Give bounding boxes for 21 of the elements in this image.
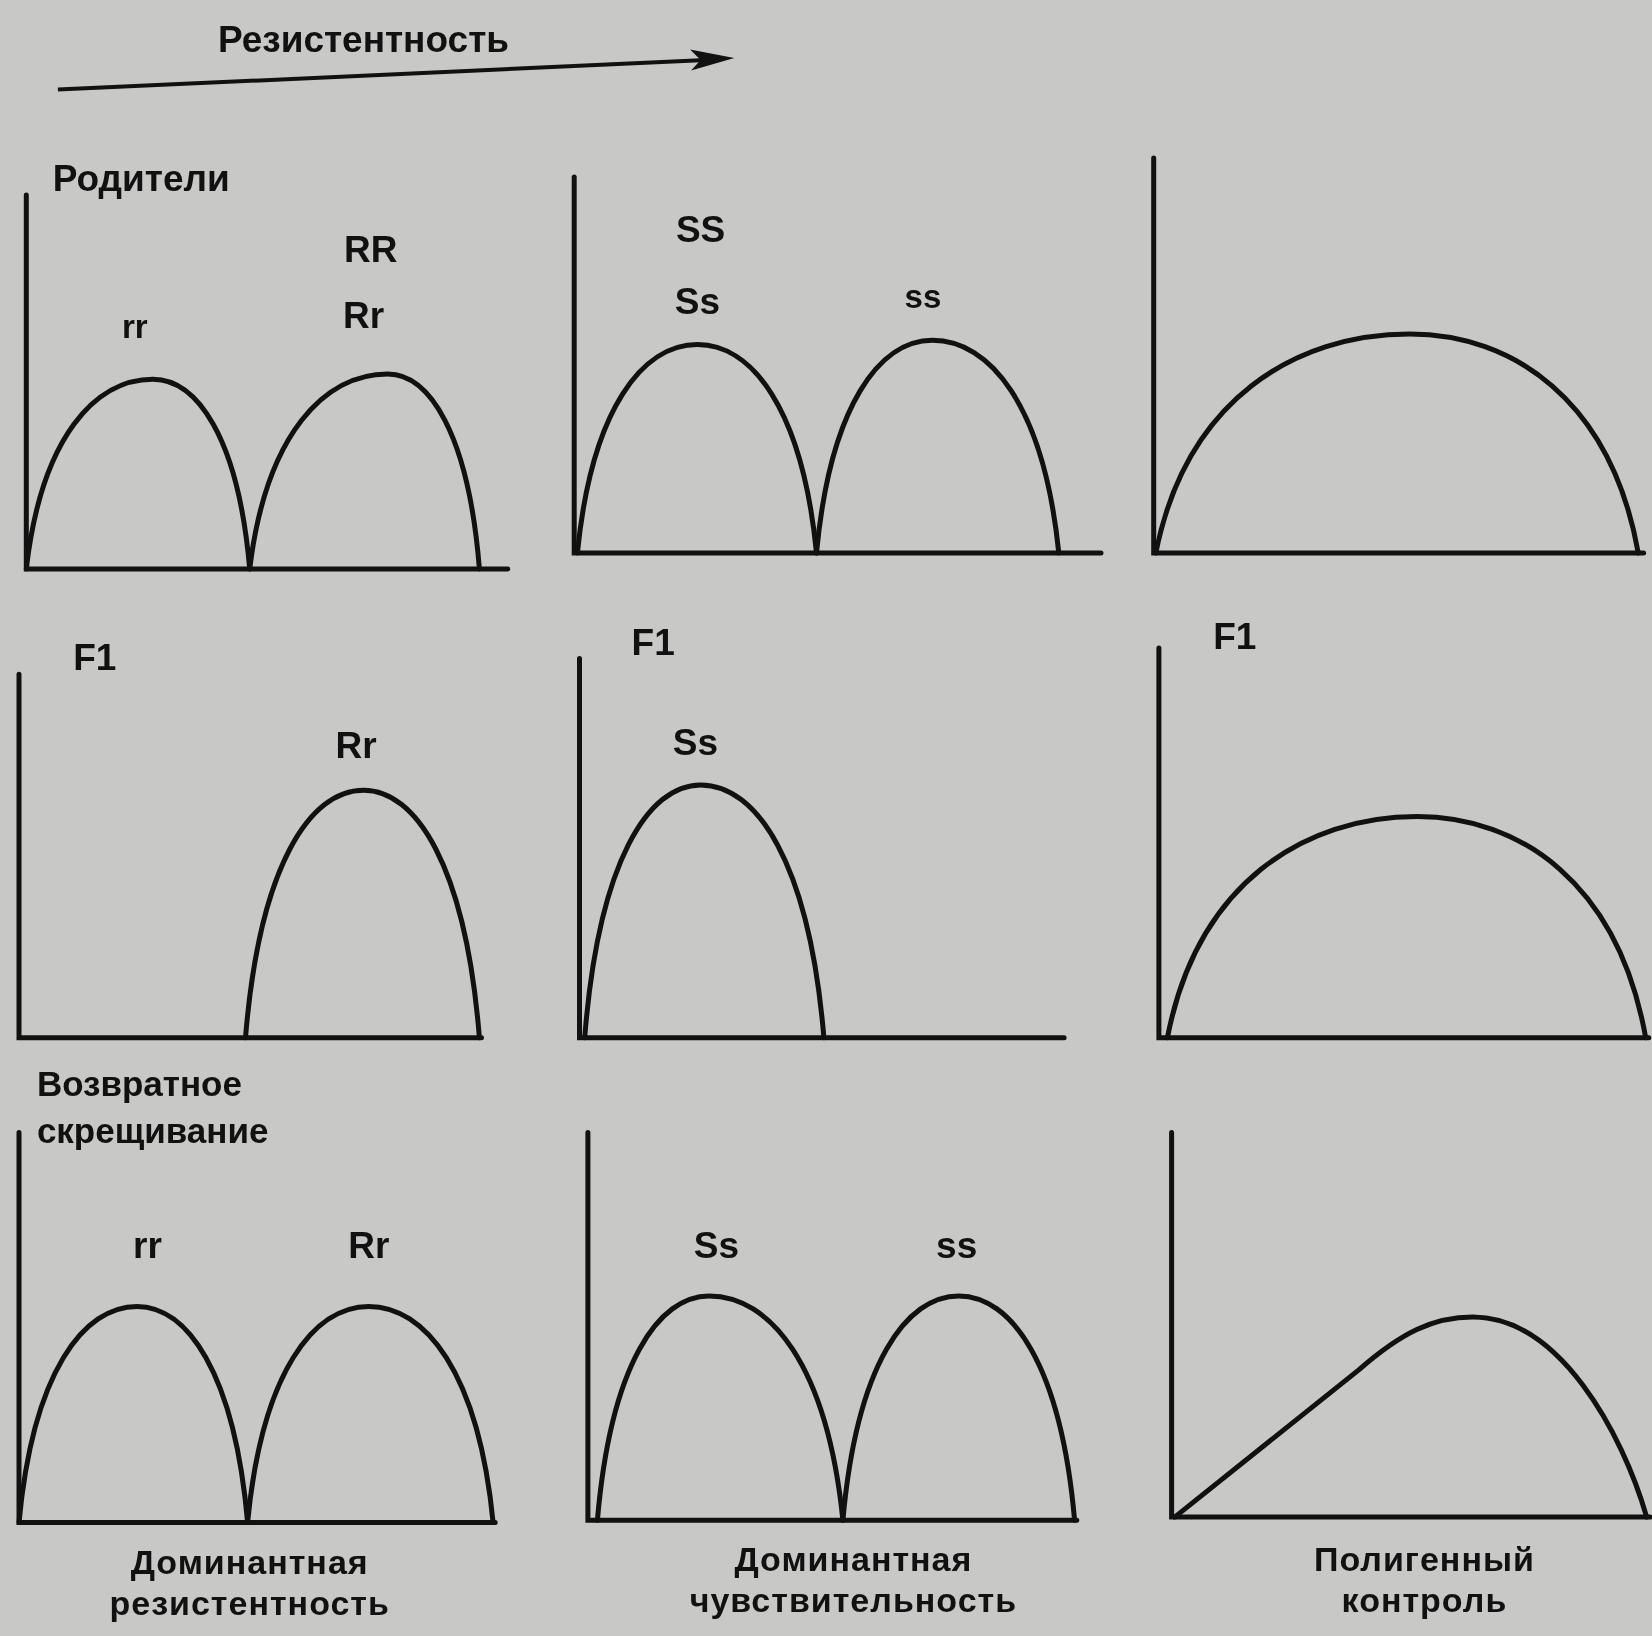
- genotype-label: ss: [936, 1224, 978, 1269]
- row-label: Возвратное скрещивание: [36, 1063, 270, 1153]
- genotype-label: Ss: [672, 720, 718, 765]
- genotype-label: rr: [122, 306, 148, 347]
- column-caption: Доминантная резистентность: [108, 1542, 391, 1624]
- axis-title: Резистентность: [217, 17, 510, 62]
- generation-label: F1: [631, 620, 675, 665]
- genotype-label: RR: [344, 227, 398, 272]
- row-label: Родители: [52, 157, 230, 202]
- generation-label: F1: [1213, 615, 1257, 660]
- genotype-label: Ss: [693, 1224, 740, 1269]
- genotype-label: Rr: [348, 1224, 390, 1269]
- column-caption: Полигенный контроль: [1312, 1539, 1536, 1621]
- genotype-label: SS: [675, 207, 726, 252]
- genotype-label: Rr: [342, 293, 385, 338]
- genotype-label: ss: [904, 277, 942, 317]
- column-caption: Доминантная чувствительность: [688, 1539, 1019, 1621]
- genotype-label: Ss: [674, 280, 721, 325]
- generation-label: F1: [73, 636, 117, 681]
- genotype-label: rr: [133, 1224, 162, 1269]
- genotype-label: Rr: [335, 723, 377, 768]
